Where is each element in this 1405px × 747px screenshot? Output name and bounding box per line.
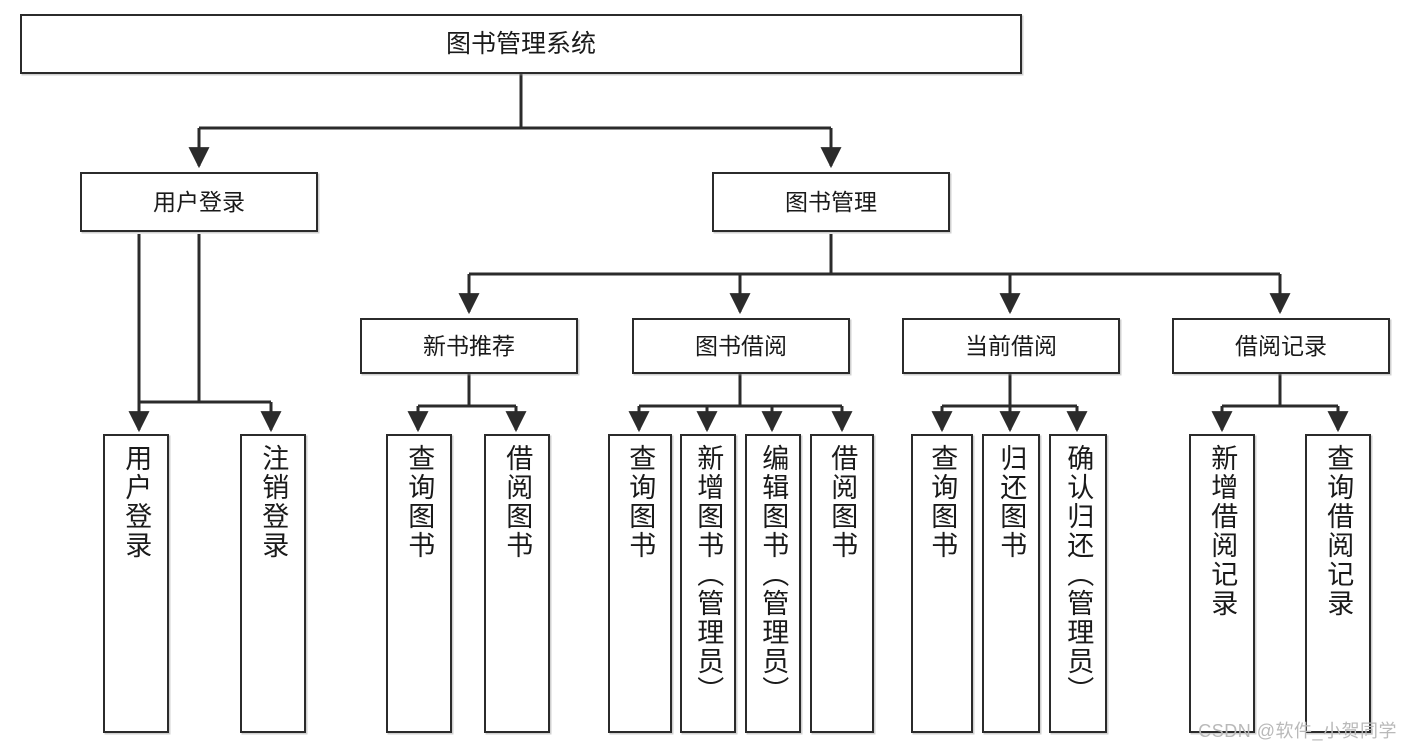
node-leaf-query-book-recommend[interactable]: 查询图书 (386, 434, 452, 733)
node-user-login[interactable]: 用户登录 (80, 172, 318, 232)
node-leaf-edit-book[interactable]: 编辑图书（管理员） (745, 434, 801, 733)
node-leaf-add-borrow-record[interactable]: 新增借阅记录 (1189, 434, 1255, 733)
node-current-borrow[interactable]: 当前借阅 (902, 318, 1120, 374)
node-label: 当前借阅 (965, 332, 1057, 359)
node-leaf-query-book-current[interactable]: 查询图书 (911, 434, 973, 733)
node-label: 图书借阅 (695, 332, 787, 359)
node-borrow-record[interactable]: 借阅记录 (1172, 318, 1390, 374)
node-leaf-borrow-book-recommend[interactable]: 借阅图书 (484, 434, 550, 733)
node-label: 查询图书 (404, 444, 435, 560)
node-label: 新书推荐 (423, 332, 515, 359)
node-leaf-query-book-borrow[interactable]: 查询图书 (608, 434, 672, 733)
csdn-watermark: CSDN @软件_小贺同学 (1198, 721, 1397, 741)
node-label: 确认归还（管理员） (1063, 444, 1094, 705)
node-new-book-recommend[interactable]: 新书推荐 (360, 318, 578, 374)
node-leaf-return-book[interactable]: 归还图书 (982, 434, 1040, 733)
node-label: 编辑图书（管理员） (758, 444, 789, 705)
node-label: 用户登录 (121, 444, 152, 560)
node-leaf-add-book[interactable]: 新增图书（管理员） (680, 434, 736, 733)
node-leaf-borrow-book[interactable]: 借阅图书 (810, 434, 874, 733)
node-book-borrow[interactable]: 图书借阅 (632, 318, 850, 374)
node-label: 查询图书 (625, 444, 656, 560)
node-leaf-user-login[interactable]: 用户登录 (103, 434, 169, 733)
node-label: 借阅图书 (502, 444, 533, 560)
node-label: 新增图书（管理员） (693, 444, 724, 705)
node-label: 查询借阅记录 (1323, 444, 1354, 618)
node-label: 图书管理 (785, 188, 877, 215)
node-label: 注销登录 (258, 444, 289, 560)
node-leaf-logout-login[interactable]: 注销登录 (240, 434, 306, 733)
node-root-book-management-system[interactable]: 图书管理系统 (20, 14, 1022, 74)
node-label: 查询图书 (927, 444, 958, 560)
node-label: 借阅记录 (1235, 332, 1327, 359)
node-leaf-confirm-return[interactable]: 确认归还（管理员） (1049, 434, 1107, 733)
node-label: 用户登录 (153, 188, 245, 215)
node-label: 新增借阅记录 (1207, 444, 1238, 618)
node-label: 图书管理系统 (445, 29, 596, 58)
node-label: 借阅图书 (827, 444, 858, 560)
node-label: 归还图书 (996, 444, 1027, 560)
node-book-management[interactable]: 图书管理 (712, 172, 950, 232)
node-leaf-query-borrow-record[interactable]: 查询借阅记录 (1305, 434, 1371, 733)
